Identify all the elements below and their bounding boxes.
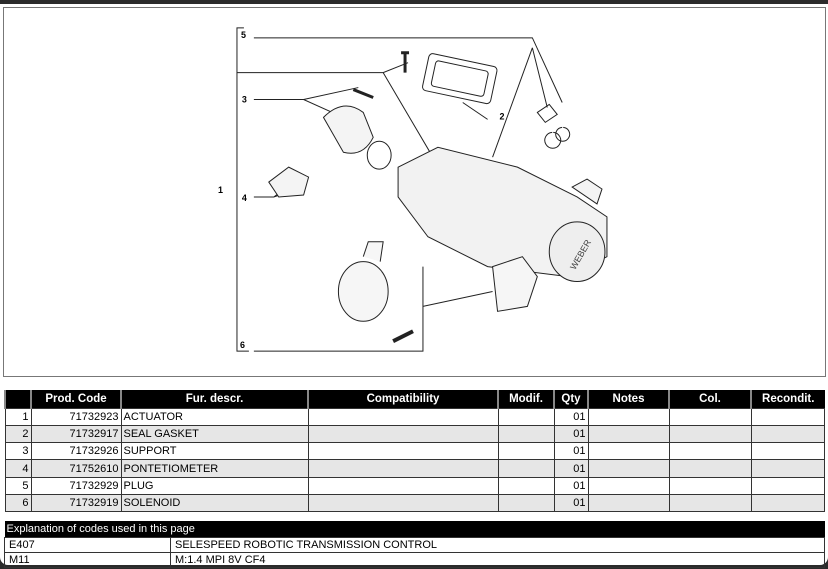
col-recondit: Recondit. — [750, 390, 825, 408]
bracket-line — [236, 27, 249, 352]
row-number-cell: 4 — [4, 459, 32, 478]
description-cell: PLUG — [120, 476, 309, 495]
modif-cell — [497, 424, 555, 444]
parts-table: Prod. Code Fur. descr. Compatibility Mod… — [4, 390, 825, 513]
code-code: M11 — [4, 551, 171, 568]
leader-lines — [236, 37, 563, 352]
exploded-parts-diagram: 5 3 1 4 2 6 WEBER — [3, 7, 826, 377]
row-number-cell: 1 — [4, 407, 32, 426]
qty-cell: 01 — [553, 493, 589, 513]
callout-4: 4 — [242, 193, 247, 203]
qty-cell: 01 — [553, 424, 589, 444]
recondit-cell — [750, 442, 825, 461]
modif-cell — [497, 407, 555, 426]
code-code: E407 — [4, 536, 171, 553]
notes-cell — [587, 476, 670, 495]
support-part — [322, 105, 374, 154]
col-cell — [668, 442, 752, 461]
qty-cell: 01 — [553, 442, 589, 461]
prod-code-cell: 71732929 — [30, 476, 122, 495]
col-cell — [668, 424, 752, 444]
compatibility-cell — [307, 459, 499, 478]
callout-1: 1 — [218, 185, 223, 195]
codes-table: Explanation of codes used in this page E… — [4, 521, 825, 568]
compatibility-cell — [307, 493, 499, 513]
col-cell — [668, 493, 752, 513]
notes-cell — [587, 442, 670, 461]
modif-cell — [497, 442, 555, 461]
recondit-cell — [750, 476, 825, 495]
potentiometer-part — [268, 166, 310, 198]
recondit-cell — [750, 493, 825, 513]
notes-cell — [587, 407, 670, 426]
gasket-part — [422, 53, 498, 105]
callout-5: 5 — [241, 30, 246, 40]
col-col: Col. — [668, 390, 751, 408]
description-cell: SOLENOID — [120, 493, 309, 513]
plug-part — [536, 103, 571, 149]
compatibility-cell — [307, 476, 499, 495]
col-descr: Fur. descr. — [120, 390, 308, 408]
row-number-cell: 2 — [4, 424, 32, 444]
catalog-page: 5 3 1 4 2 6 WEBER Prod. Code Fur. descr.… — [0, 4, 828, 568]
row-number-cell: 5 — [4, 476, 32, 495]
prod-code-cell: 71732923 — [30, 407, 122, 426]
col-compat: Compatibility — [307, 390, 498, 408]
solenoid-part — [337, 241, 389, 322]
table-header: Prod. Code Fur. descr. Compatibility Mod… — [4, 390, 825, 408]
diagram-drawing: 5 3 1 4 2 6 WEBER — [218, 27, 608, 352]
row-number-cell: 6 — [4, 493, 32, 513]
modif-cell — [497, 459, 555, 478]
screw-part — [401, 51, 410, 73]
description-cell: SEAL GASKET — [120, 424, 309, 444]
qty-cell: 01 — [553, 407, 589, 426]
col-index — [4, 390, 31, 408]
col-modif: Modif. — [497, 390, 554, 408]
col-cell — [668, 476, 752, 495]
col-cell — [668, 407, 752, 426]
callout-2: 2 — [500, 111, 505, 121]
compatibility-cell — [307, 442, 499, 461]
callout-3: 3 — [242, 94, 247, 104]
actuator-cover — [548, 221, 606, 283]
col-qty: Qty — [553, 390, 588, 408]
notes-cell — [587, 493, 670, 513]
notes-cell — [587, 459, 670, 478]
col-prod-code: Prod. Code — [30, 390, 121, 408]
description-cell: PONTETIOMETER — [120, 459, 309, 478]
recondit-cell — [750, 424, 825, 444]
description-cell: ACTUATOR — [120, 407, 309, 426]
qty-cell: 01 — [553, 459, 589, 478]
recondit-cell — [750, 459, 825, 478]
col-cell — [668, 459, 752, 478]
modif-cell — [497, 476, 555, 495]
compatibility-cell — [307, 424, 499, 444]
row-number-cell: 3 — [4, 442, 32, 461]
prod-code-cell: 71732919 — [30, 493, 122, 513]
notes-cell — [587, 424, 670, 444]
code-desc: M:1.4 MPI 8V CF4 — [170, 551, 825, 568]
qty-cell: 01 — [553, 476, 589, 495]
modif-cell — [497, 493, 555, 513]
description-cell: SUPPORT — [120, 442, 309, 461]
prod-code-cell: 71752610 — [30, 459, 122, 478]
callout-6: 6 — [240, 340, 245, 350]
recondit-cell — [750, 407, 825, 426]
codes-title: Explanation of codes used in this page — [4, 521, 825, 537]
prod-code-cell: 71732917 — [30, 424, 122, 444]
oring-part — [366, 140, 392, 170]
col-notes: Notes — [587, 390, 669, 408]
code-desc: SELESPEED ROBOTIC TRANSMISSION CONTROL — [170, 536, 825, 553]
compatibility-cell — [307, 407, 499, 426]
prod-code-cell: 71732926 — [30, 442, 122, 461]
